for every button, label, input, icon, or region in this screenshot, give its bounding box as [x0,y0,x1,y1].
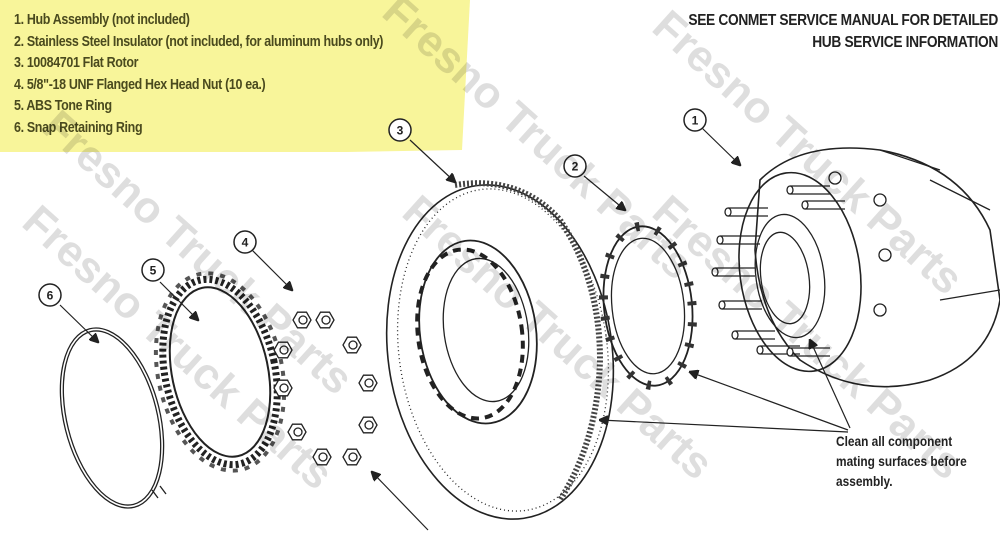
wheel-stud [715,267,755,277]
abs-tone-ring [153,271,287,473]
flat-rotor [385,180,615,520]
arrow [810,340,851,429]
hex-nut [358,416,378,434]
note-line: HUB SERVICE INFORMATION [812,34,998,51]
parts-legend: 1. Hub Assembly (not included) 2. Stainl… [14,10,383,139]
arrow [372,472,429,531]
hex-nut [287,423,307,441]
note-line: Clean all component [836,434,953,449]
callout-3: 3 [388,118,412,142]
legend-item: 6. Snap Retaining Ring [14,119,143,136]
arrow [251,249,292,290]
wheel-stud [720,235,760,245]
legend-item: 2. Stainless Steel Insulator (not includ… [14,33,384,50]
callout-number: 3 [397,124,404,138]
callout-number: 6 [47,289,54,303]
wheel-stud [805,200,845,210]
hex-nut [342,448,362,466]
service-manual-note: SEE CONMET SERVICE MANUAL FOR DETAILED H… [688,10,998,54]
wheel-stud [722,300,762,310]
wheel-studs [711,185,845,357]
snap-retaining-ring [59,327,167,509]
hex-nut [342,336,362,354]
legend-item: 5. ABS Tone Ring [14,98,112,114]
callout-1: 1 [683,108,707,132]
arrow [583,175,625,210]
wheel-stud [728,207,768,217]
hex-nut [273,379,293,397]
arrow [600,420,849,433]
callout-2: 2 [563,154,587,178]
callout-5: 5 [141,258,165,282]
callout-4: 4 [233,230,257,254]
callout-number: 1 [692,114,699,128]
callout-number: 5 [150,264,157,278]
arrow [159,281,198,320]
hex-nut [358,374,378,392]
hub-assembly [711,147,1000,388]
wheel-stud [760,345,800,355]
note-line: mating surfaces before [836,454,967,469]
wheel-stud [790,185,830,195]
legend-item: 4. 5/8"-18 UNF Flanged Hex Head Nut (10 … [14,76,266,93]
hex-nut [292,311,312,329]
hex-nuts [273,311,378,466]
arrow [59,304,98,342]
arrow [701,127,740,165]
callout-arrows [59,127,851,531]
arrow [690,372,849,431]
callout-markers: 1 2 3 4 5 6 [38,108,707,307]
legend-item: 3. 10084701 Flat Rotor [14,55,139,71]
callout-number: 2 [572,160,579,174]
legend-item: 1. Hub Assembly (not included) [14,12,190,28]
callout-number: 4 [242,236,249,250]
callout-6: 6 [38,283,62,307]
hex-nut [315,311,335,329]
note-line: assembly. [836,474,893,489]
note-line: SEE CONMET SERVICE MANUAL FOR DETAILED [688,12,998,29]
hex-nut [273,341,293,359]
arrow [409,139,455,182]
clean-surfaces-note: Clean all component mating surfaces befo… [836,432,967,492]
wheel-stud [735,330,775,340]
hex-nut [312,448,332,466]
stainless-steel-insulator [598,221,698,391]
